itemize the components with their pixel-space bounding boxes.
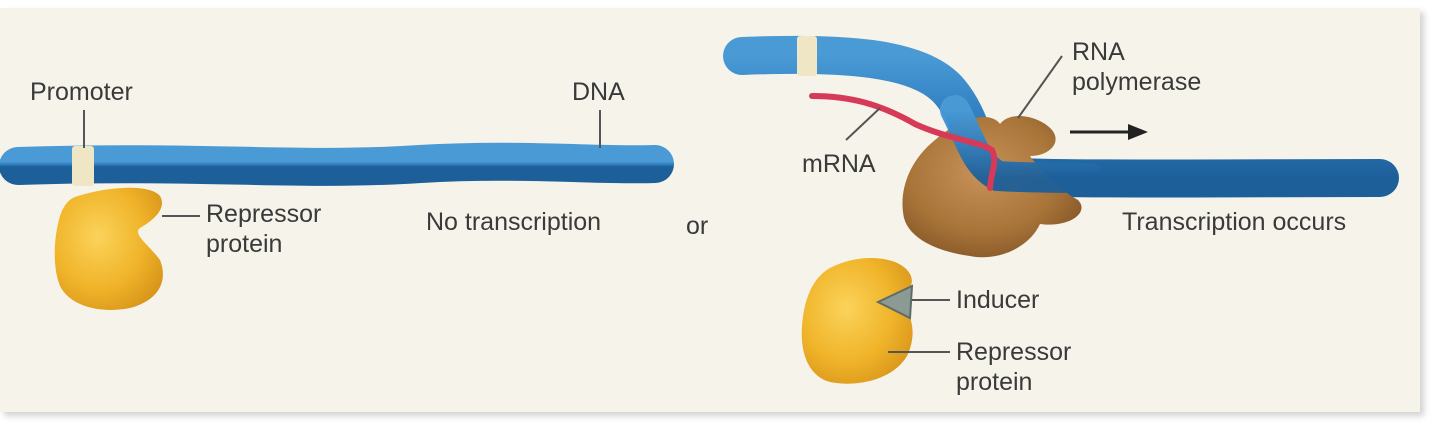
repressor-label-left-line2: protein	[206, 230, 283, 258]
diagram-panel	[0, 8, 1420, 412]
transcription-direction-arrow	[1070, 124, 1148, 140]
rna-polymerase-label-line2: polymerase	[1072, 68, 1202, 96]
mrna-strand	[809, 93, 998, 191]
mrna-leader	[845, 107, 881, 141]
rna-polymerase-label-line1: RNA	[1072, 38, 1125, 66]
repressor-label-left-line1: Repressor	[206, 200, 322, 228]
mrna-label: mRNA	[802, 150, 876, 178]
transcription-occurs-label: Transcription occurs	[1122, 208, 1347, 236]
repressor-protein-left	[54, 187, 163, 310]
promoter-segment-left	[72, 146, 94, 186]
no-transcription-label: No transcription	[426, 208, 602, 236]
promoter-label: Promoter	[30, 78, 133, 106]
repressor-label-right-line1: Repressor	[956, 338, 1072, 366]
dna-strand-left	[0, 142, 674, 186]
promoter-segment-right	[797, 36, 817, 76]
repressor-protein-right	[801, 257, 913, 384]
rna-polymerase-leader	[1017, 55, 1063, 119]
dna-front-segment	[940, 95, 1105, 193]
inducer-label: Inducer	[956, 286, 1040, 314]
or-separator: or	[686, 212, 709, 240]
inducer-icon	[875, 284, 914, 320]
dna-label: DNA	[572, 78, 625, 106]
repressor-label-right-line2: protein	[956, 368, 1033, 396]
